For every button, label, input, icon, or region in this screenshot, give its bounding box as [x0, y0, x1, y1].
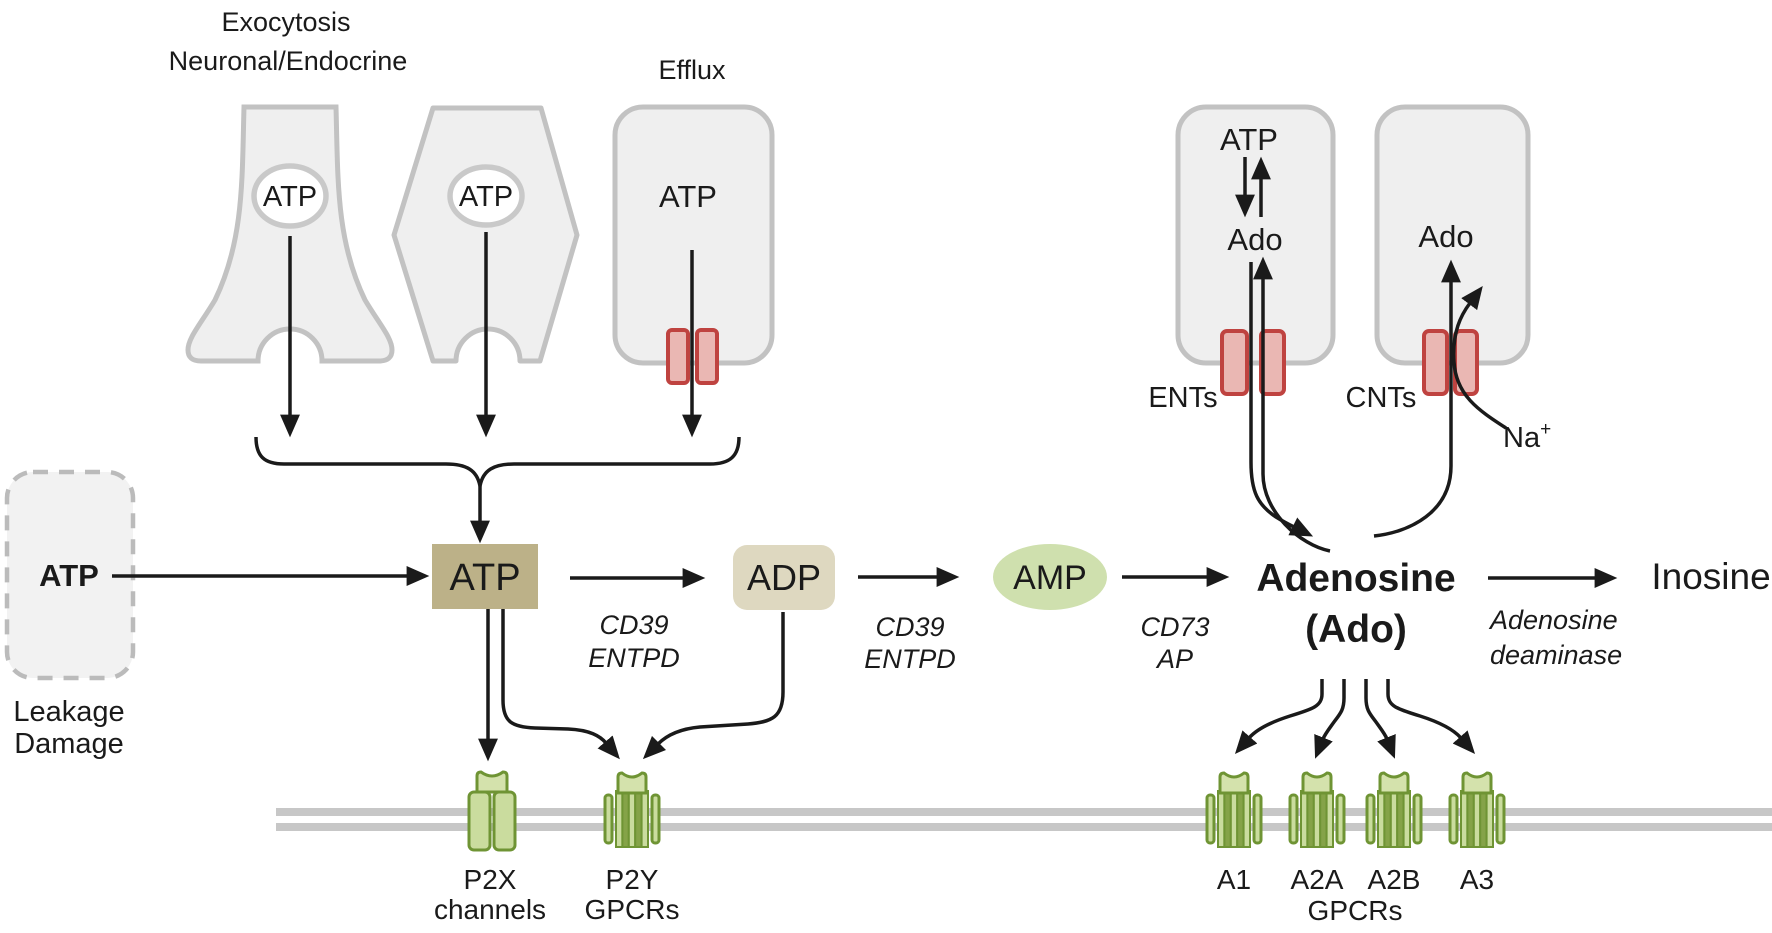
efflux-label: Efflux	[658, 55, 726, 85]
p2x-label-line1: P2X	[464, 864, 517, 895]
ent-ado-label: Ado	[1227, 222, 1282, 257]
atp-node-label: ATP	[449, 557, 520, 599]
efflux-channel-right	[695, 328, 719, 385]
ent-cell	[1175, 104, 1336, 366]
a2b-label: A2B	[1368, 864, 1421, 895]
a2a-label: A2A	[1291, 864, 1344, 895]
adp-node-label: ADP	[747, 557, 821, 598]
p2x-label-line2: channels	[434, 894, 546, 925]
a1-label: A1	[1217, 864, 1251, 895]
ent-efflux-arrow	[1249, 262, 1314, 537]
na-cotransport-arrow	[1451, 285, 1507, 430]
leakage-label: Leakage	[13, 696, 124, 728]
amp-node-label: AMP	[1013, 559, 1087, 597]
a1-receptor	[1205, 771, 1263, 849]
atp-node	[432, 544, 538, 609]
convergence-brace	[254, 436, 741, 487]
cnt-uptake-arrow	[1373, 259, 1461, 538]
a2a-receptor	[1288, 771, 1346, 849]
a2b-receptor	[1365, 771, 1423, 849]
ado-label: (Ado)	[1305, 608, 1407, 651]
p2y-label-line2: GPCRs	[585, 894, 680, 925]
inosine-label: Inosine	[1651, 556, 1770, 597]
damage-label: Damage	[14, 728, 124, 760]
p2y-receptor	[603, 771, 661, 849]
ent-transporter-left	[1220, 329, 1249, 396]
atp-vesicle-1	[251, 163, 329, 229]
efflux-atp-label: ATP	[659, 179, 717, 214]
vesicle-2-atp-label: ATP	[459, 181, 513, 213]
ap-label: AP	[1155, 644, 1193, 674]
adp-node	[733, 545, 835, 610]
adp-to-p2y-arrow	[642, 612, 785, 760]
amp-node	[993, 544, 1107, 610]
adenosine-deaminase-label-line2: deaminase	[1490, 640, 1622, 670]
a3-label: A3	[1460, 864, 1494, 895]
exocytosis-label-line1: Exocytosis	[221, 7, 350, 37]
cd39-label-2: CD39	[875, 612, 944, 642]
ado-to-a2b-arrow	[1364, 679, 1396, 759]
leakage-atp-label: ATP	[39, 558, 99, 593]
efflux-channel-left	[666, 328, 690, 385]
cnt-ado-label: Ado	[1418, 219, 1473, 254]
entpd-label-2: ENTPD	[864, 644, 956, 674]
ents-label: ENTs	[1148, 382, 1217, 414]
na-label: Na+	[1503, 419, 1551, 454]
ent-uptake-arrow	[1253, 256, 1331, 553]
a3-receptor	[1448, 771, 1506, 849]
atp-to-p2y-arrow	[501, 609, 620, 760]
vesicle-1-atp-label: ATP	[263, 181, 317, 213]
exocytosis-label-line2: Neuronal/Endocrine	[169, 46, 408, 76]
ado-to-a3-arrow	[1386, 679, 1476, 755]
adenosine-deaminase-label-line1: Adenosine	[1488, 605, 1618, 635]
ado-to-a2a-arrow	[1314, 679, 1346, 759]
membrane-upper-leaflet	[276, 808, 1772, 816]
adenosine-gpcrs-label: GPCRs	[1308, 895, 1403, 926]
ado-to-a1-arrow	[1234, 679, 1324, 755]
ent-atp-label: ATP	[1220, 122, 1278, 157]
cnts-label: CNTs	[1346, 382, 1417, 414]
p2y-label-line1: P2Y	[606, 864, 659, 895]
ent-transporter-right	[1259, 329, 1286, 396]
membrane-lower-leaflet	[276, 823, 1772, 831]
entpd-label-1: ENTPD	[588, 643, 680, 673]
cd73-label: CD73	[1140, 612, 1209, 642]
cd39-label-1: CD39	[599, 610, 668, 640]
atp-vesicle-2	[447, 164, 525, 228]
cnt-transporter-left	[1422, 329, 1449, 396]
adenosine-label: Adenosine	[1256, 557, 1455, 600]
